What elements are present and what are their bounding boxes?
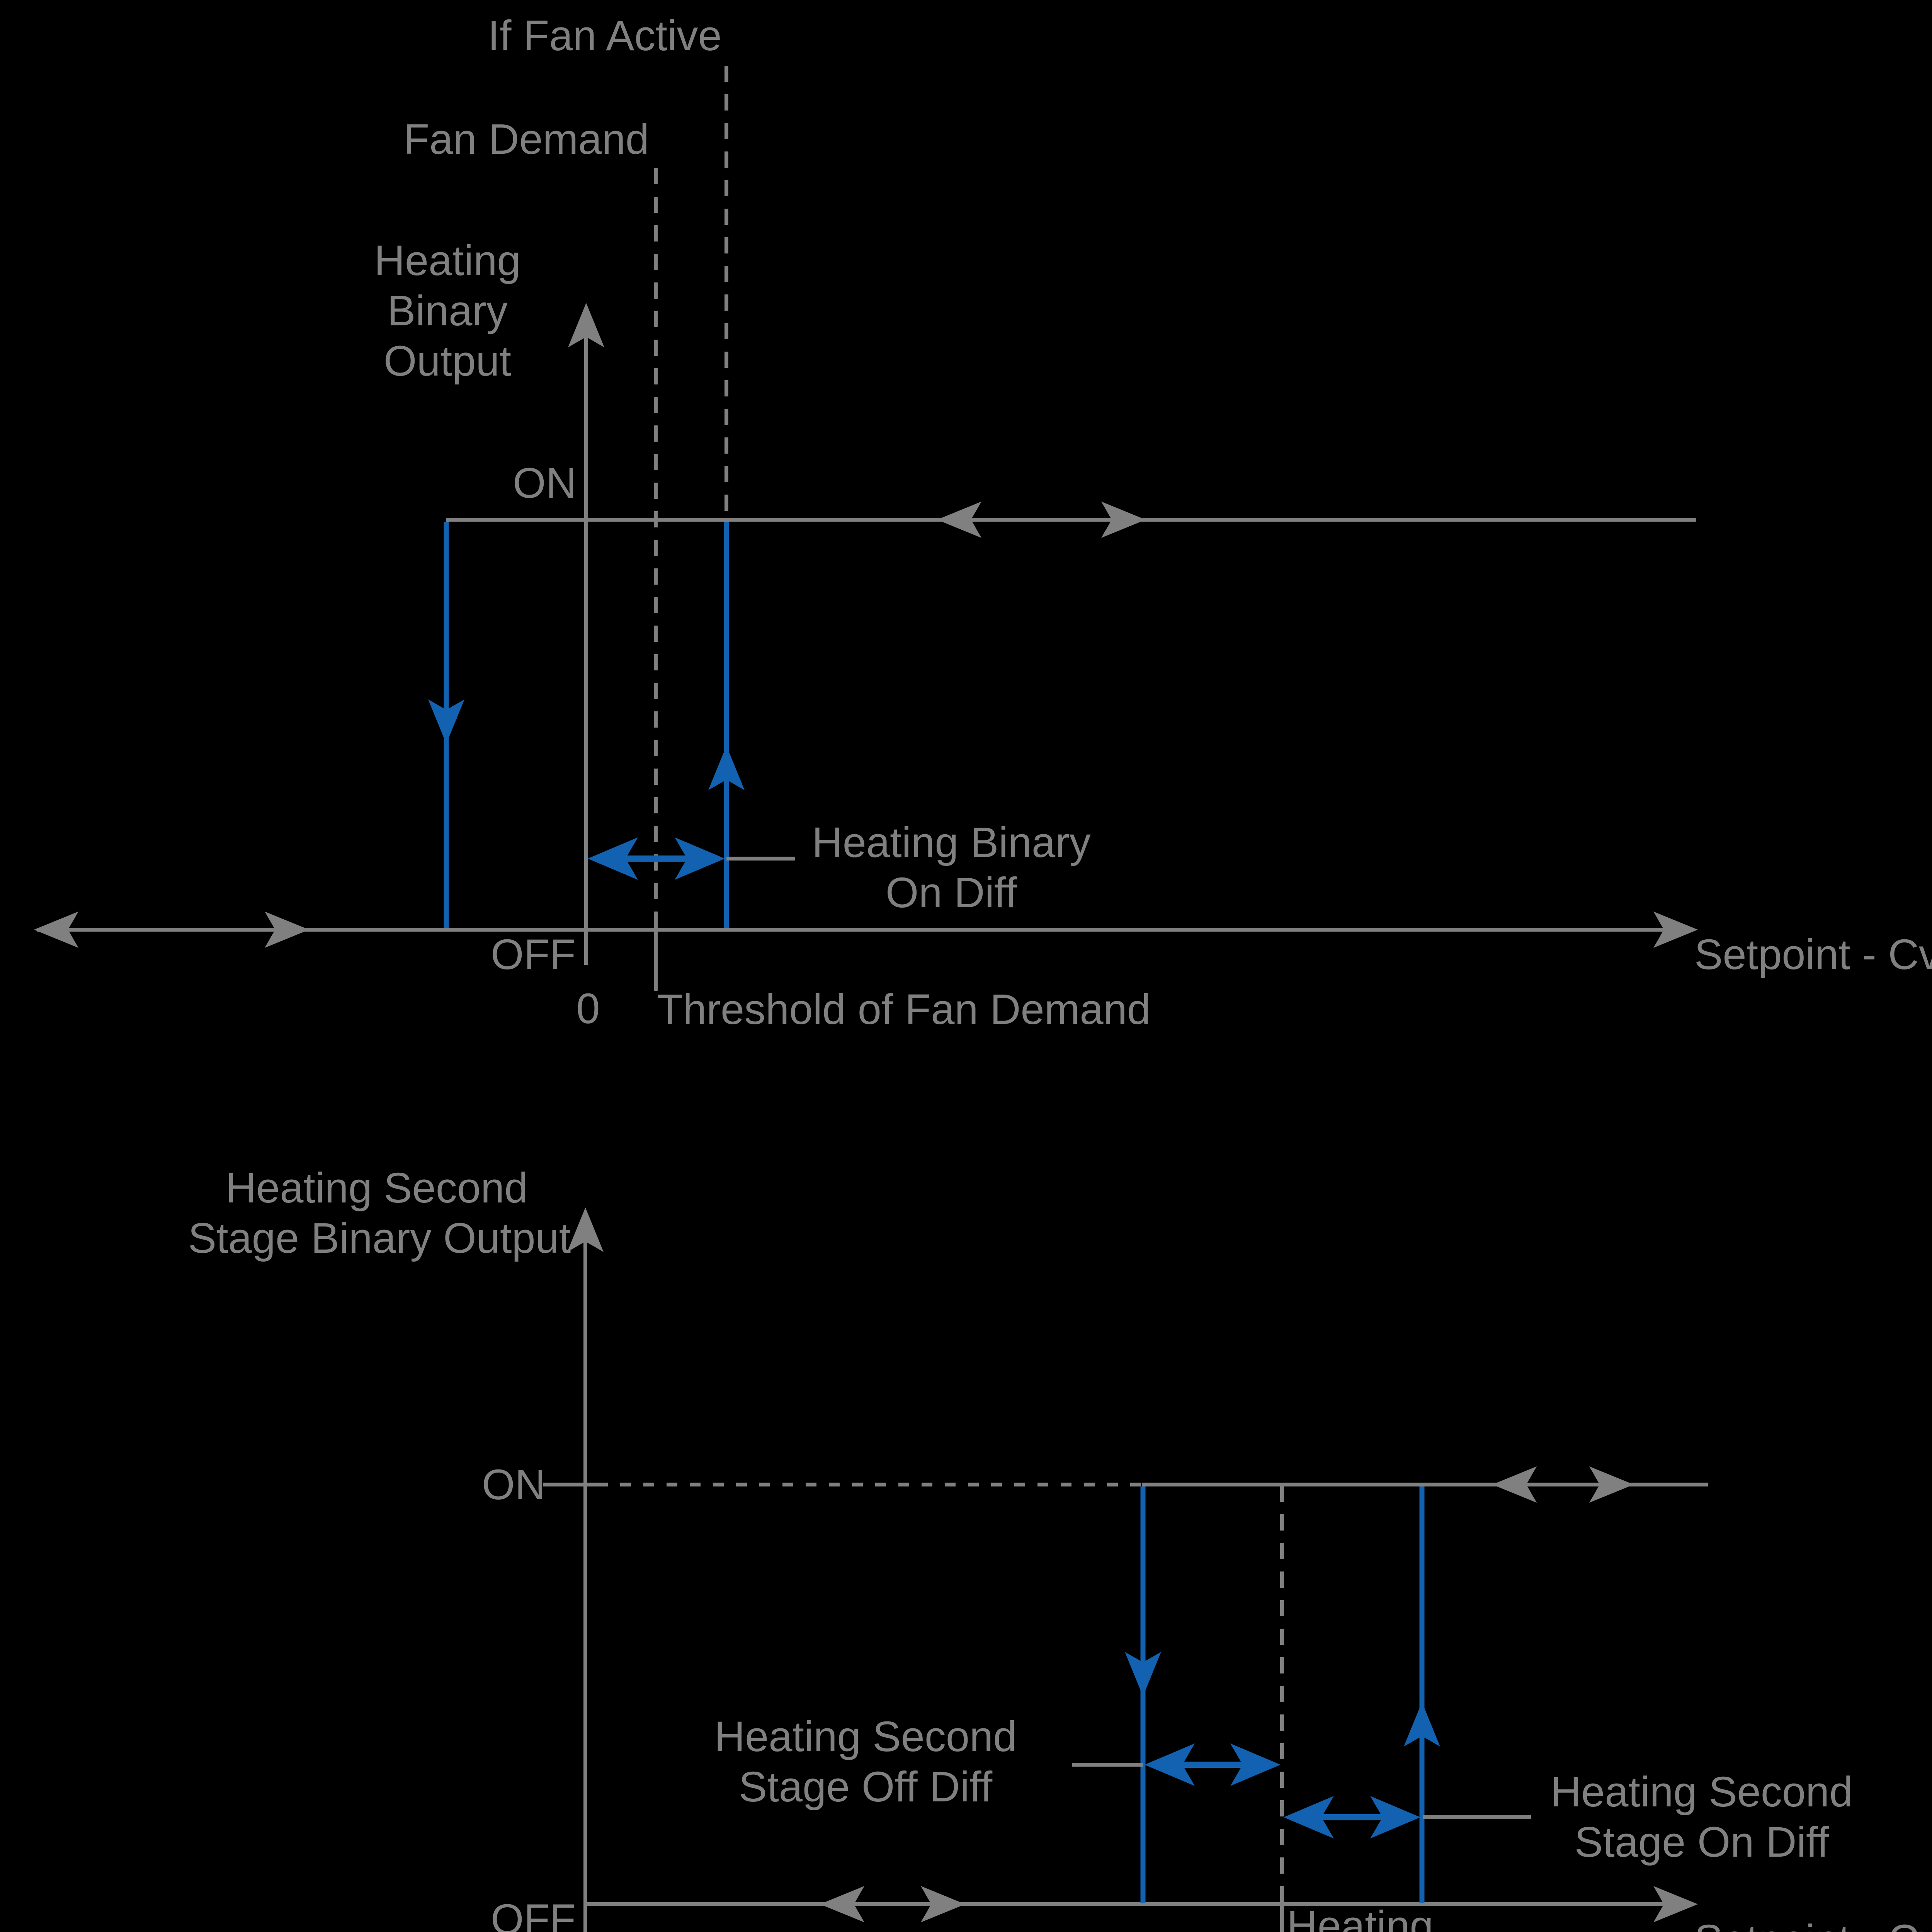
bottom-on-tick-label: ON xyxy=(482,1461,546,1509)
top-on-line-inline-arrow-left-icon xyxy=(937,502,981,538)
bottom-on-line-inline-arrow-left-icon xyxy=(1492,1466,1537,1503)
bottom-turn-off-arrow-down-icon xyxy=(1125,1652,1161,1696)
bottom-threshold-label-line1: Heating xyxy=(1287,1902,1433,1932)
bottom-on-line-inline-arrow-right-icon xyxy=(1589,1466,1634,1503)
bottom-y-axis-title-line1: Heating Second xyxy=(226,1164,528,1212)
top-y-axis-arrow-up-icon xyxy=(568,303,604,347)
top-on-diff-arrow-left-icon xyxy=(588,837,638,880)
top-turn-on-arrow-up-icon xyxy=(708,746,745,790)
bottom-x-axis-label: Setpoint - Cv xyxy=(1694,1916,1932,1932)
top-chart: If Fan Active Fan Demand Heating Binary … xyxy=(34,12,1932,1033)
top-x-axis-arrow-left-icon xyxy=(34,912,78,948)
top-on-tick-label: ON xyxy=(513,459,577,507)
bottom-y-axis-arrow-up-icon xyxy=(567,1208,604,1252)
bottom-x-axis-inline-arrow-right-icon xyxy=(921,1886,965,1922)
bottom-on-diff-label-line2: Stage On Diff xyxy=(1575,1818,1829,1866)
top-off-tick-label: OFF xyxy=(491,931,576,978)
bottom-off-diff-label-line1: Heating Second xyxy=(714,1713,1017,1760)
top-y-axis-title-line2: Binary xyxy=(387,287,508,335)
bottom-y-axis-title-line2: Stage Binary Output xyxy=(188,1214,571,1262)
top-x-axis-inline-arrow-right-icon xyxy=(265,912,309,948)
bottom-turn-on-arrow-up-icon xyxy=(1404,1702,1440,1747)
top-fan-demand-label: Fan Demand xyxy=(403,116,649,163)
bottom-on-diff-arrow-right-icon xyxy=(1370,1796,1420,1838)
top-x-axis-label: Setpoint - Cv xyxy=(1694,931,1932,978)
top-on-diff-label-line2: On Diff xyxy=(886,869,1017,917)
top-on-diff-label-line1: Heating Binary xyxy=(812,819,1091,866)
top-zero-tick-label: 0 xyxy=(576,985,600,1032)
bottom-on-diff-label-line1: Heating Second xyxy=(1551,1768,1853,1816)
top-y-axis-title-line1: Heating xyxy=(374,237,520,284)
top-threshold-label: Threshold of Fan Demand xyxy=(657,986,1151,1033)
bottom-on-diff-arrow-left-icon xyxy=(1284,1796,1334,1838)
bottom-off-diff-label-line2: Stage Off Diff xyxy=(739,1763,993,1811)
top-y-axis-title-line3: Output xyxy=(384,337,511,385)
bottom-x-axis-arrow-right-icon xyxy=(1653,1886,1698,1922)
bottom-off-tick-label: OFF xyxy=(491,1896,576,1932)
top-turn-off-arrow-down-icon xyxy=(428,699,464,744)
top-x-axis-arrow-right-icon xyxy=(1653,912,1698,948)
top-on-line-inline-arrow-right-icon xyxy=(1101,502,1146,538)
top-on-diff-arrow-right-icon xyxy=(675,837,725,880)
bottom-off-diff-arrow-right-icon xyxy=(1230,1743,1281,1786)
top-if-fan-active-label: If Fan Active xyxy=(488,12,721,60)
bottom-chart: Heating Second Stage Binary Output ON OF… xyxy=(188,1164,1932,1932)
bottom-x-axis-inline-arrow-left-icon xyxy=(820,1886,864,1922)
bottom-off-diff-arrow-left-icon xyxy=(1145,1743,1195,1786)
